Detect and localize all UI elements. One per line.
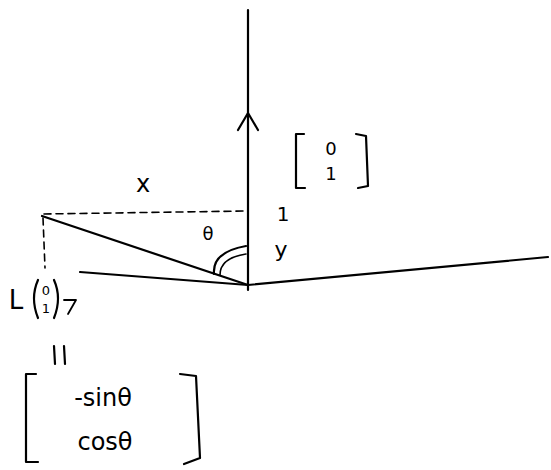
vector-entry: 0 [325,140,336,158]
bracket [356,134,368,188]
arrow-head [238,113,258,130]
length-label: x [136,172,150,196]
stroke [64,300,76,314]
vector-entry: 1 [42,302,50,315]
angle-arc [214,246,246,274]
bracket [26,374,38,462]
vector-entry: 0 [42,284,50,297]
bracket [296,134,305,188]
vector-entry: -sinθ [74,386,132,410]
projection-line [43,218,45,268]
parenthesis [34,280,38,318]
equals-mark [54,346,55,364]
x-axis-left [80,272,248,285]
angle-label: θ [202,225,213,243]
vector-entry: 1 [325,165,336,183]
y-axis [247,10,249,290]
bracket [180,374,200,464]
projection-line [44,211,246,214]
rotated-vector [42,216,248,285]
vector-entry: cosθ [77,430,132,454]
equals-mark [64,346,65,364]
parenthesis [54,280,58,318]
angle-arc [220,254,246,275]
length-label: 1 [277,204,290,224]
x-axis [248,257,548,285]
length-label: y [274,239,287,261]
map-name: L [9,287,24,313]
